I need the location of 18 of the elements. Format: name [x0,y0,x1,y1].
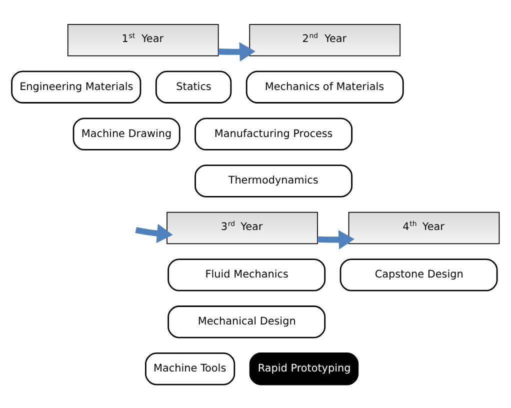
node-box: 3$^{rd}$ Year [166,211,318,244]
node-box: Thermodynamics [194,164,352,197]
node-box: Capstone Design [340,258,498,291]
node-box: Machine Tools [145,352,236,385]
node-box: Mechanics of Materials [246,70,404,103]
arrow [218,42,256,62]
node-box: 4$^{th}$ Year [348,211,500,244]
node-box: 1$^{st}$ Year [67,24,219,56]
node-box: Machine Drawing [72,117,180,150]
node-box: Fluid Mechanics [168,258,326,291]
node-box: Mechanical Design [168,305,326,338]
arrow [135,223,173,243]
node-box: Rapid Prototyping [249,352,359,385]
node-box: 2$^{nd}$ Year [249,24,401,56]
node-box: Statics [155,70,232,103]
arrow [317,230,355,249]
node-box: Manufacturing Process [194,117,352,150]
node-box: Engineering Materials [11,70,142,103]
